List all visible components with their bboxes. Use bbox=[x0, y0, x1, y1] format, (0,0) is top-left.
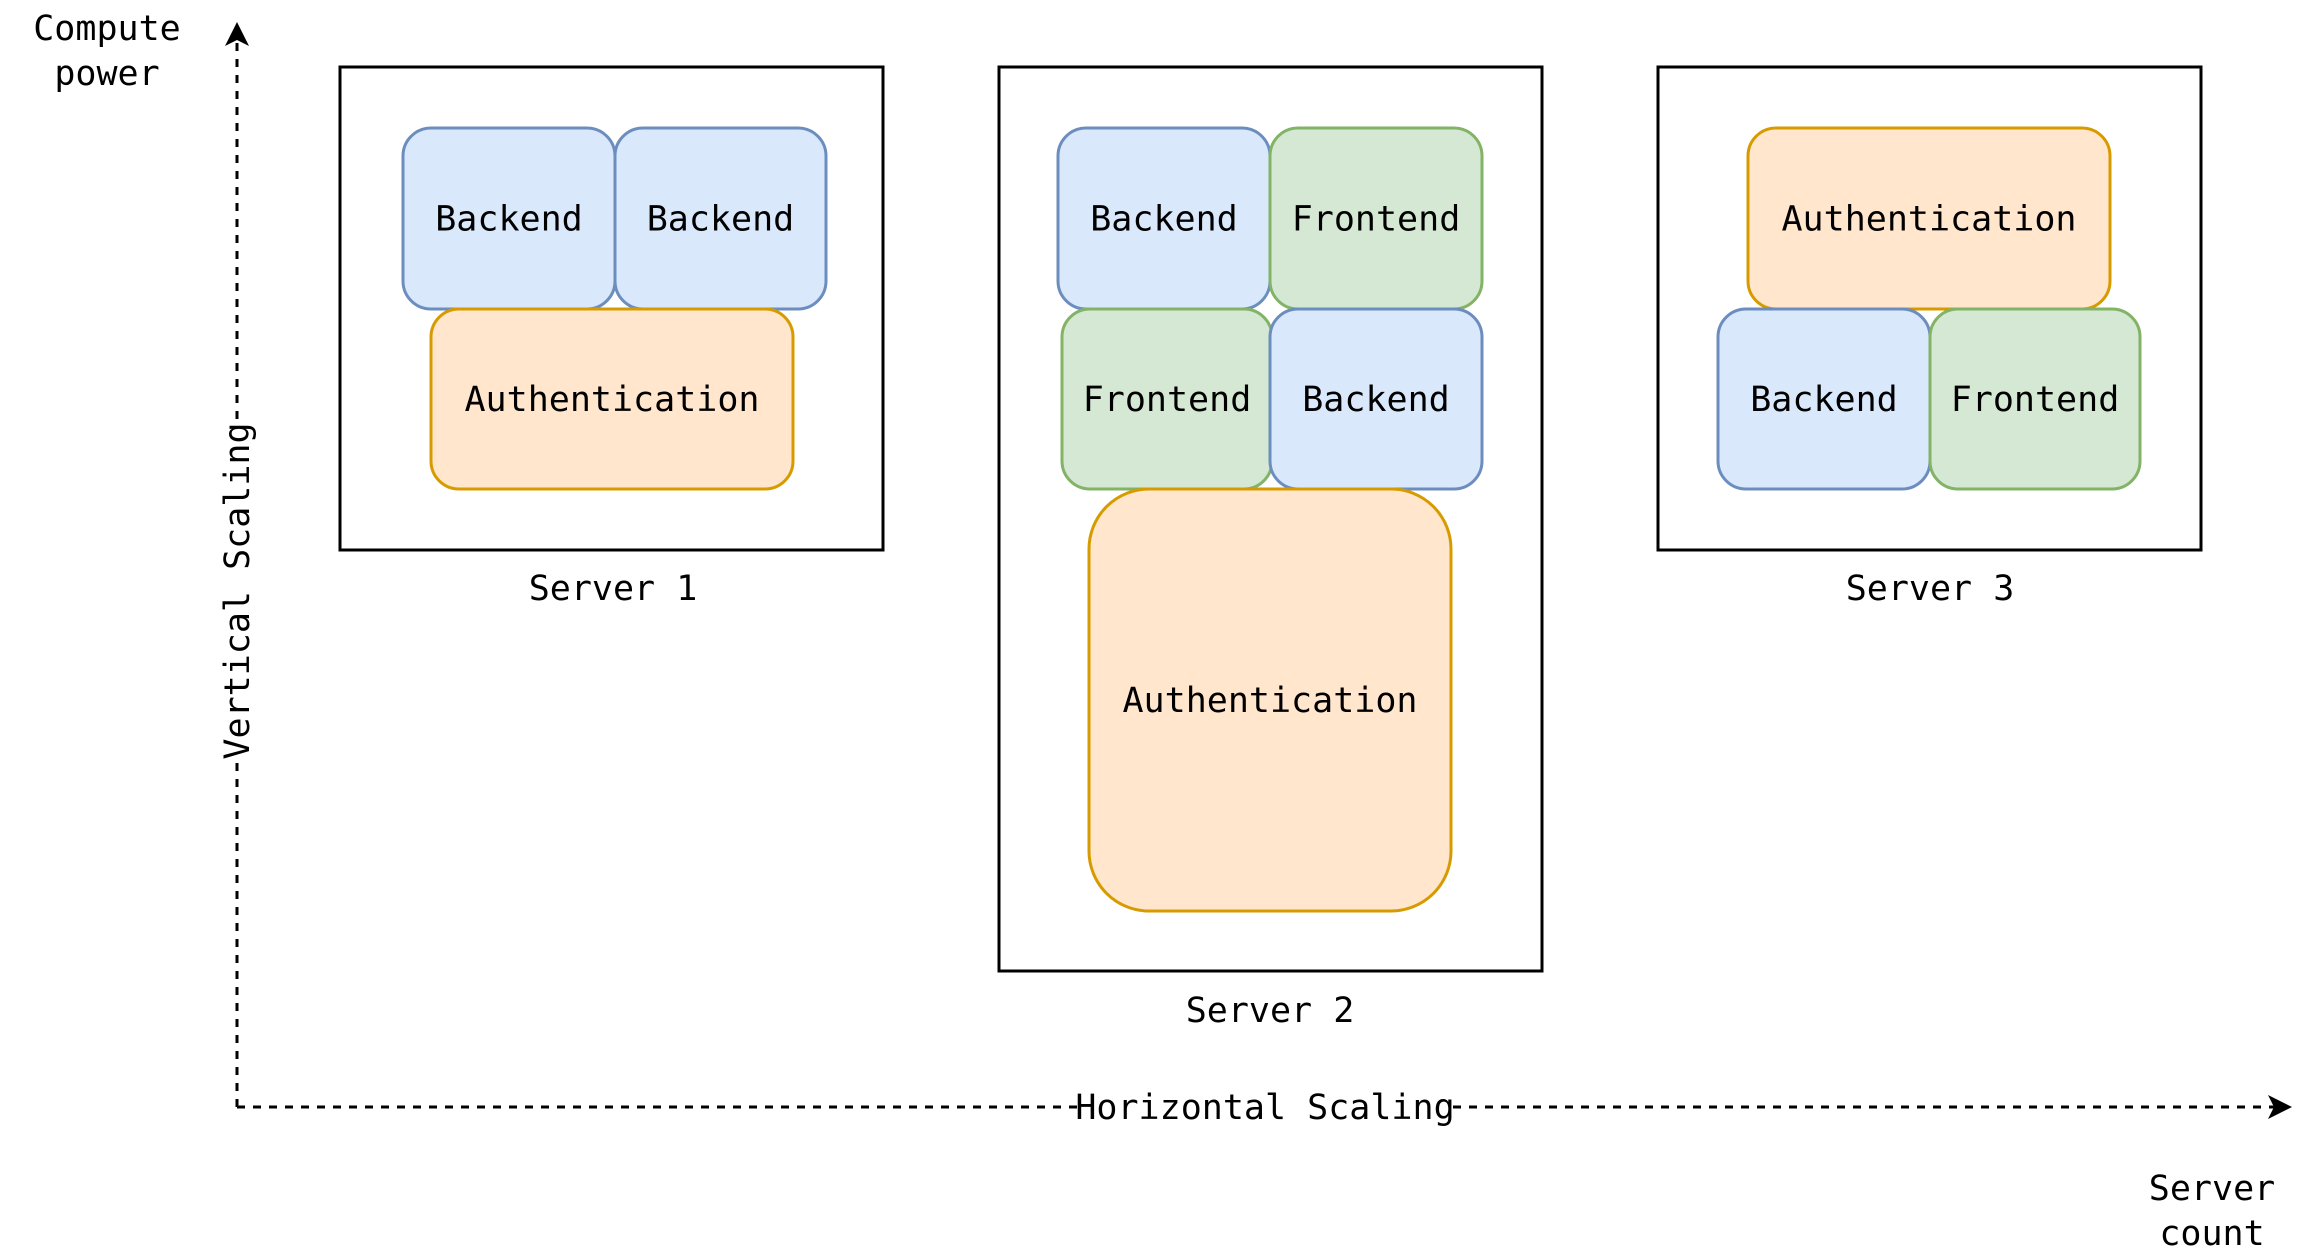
auth-box bbox=[1087, 487, 1453, 913]
auth-label: Authentication bbox=[1122, 681, 1417, 721]
component-auth: Authentication bbox=[1746, 126, 2112, 311]
component-backend: Backend bbox=[401, 126, 617, 311]
frontend-label: Frontend bbox=[1292, 200, 1461, 240]
vertical-axis-label-bg bbox=[214, 426, 260, 756]
horizontal-axis-label: Horizontal Scaling bbox=[1075, 1088, 1454, 1128]
component-backend: Backend bbox=[1716, 307, 1932, 491]
auth-box bbox=[429, 307, 795, 491]
component-auth: Authentication bbox=[1087, 487, 1453, 913]
x-axis-title-line2: count bbox=[2159, 1214, 2264, 1254]
auth-box bbox=[1746, 126, 2112, 311]
component-frontend: Frontend bbox=[1928, 307, 2142, 491]
backend-label: Backend bbox=[1090, 200, 1238, 240]
component-frontend: Frontend bbox=[1268, 126, 1484, 311]
component-backend: Backend bbox=[1268, 307, 1484, 491]
y-axis-title-line2: power bbox=[54, 54, 159, 94]
server-label: Server 3 bbox=[1846, 569, 2015, 609]
backend-label: Backend bbox=[1302, 380, 1450, 420]
horizontal-axis-label-bg bbox=[1085, 1084, 1445, 1130]
vertical-axis-label: Vertical Scaling bbox=[218, 422, 258, 759]
component-backend: Backend bbox=[613, 126, 828, 311]
frontend-label: Frontend bbox=[1083, 380, 1252, 420]
component-auth: Authentication bbox=[429, 307, 795, 491]
horizontal-axis-arrowhead bbox=[2268, 1095, 2292, 1119]
frontend-label: Frontend bbox=[1951, 380, 2120, 420]
auth-label: Authentication bbox=[1781, 200, 2076, 240]
frontend-box bbox=[1928, 307, 2142, 491]
auth-label: Authentication bbox=[464, 380, 759, 420]
component-backend: Backend bbox=[1056, 126, 1272, 311]
server-label: Server 1 bbox=[529, 569, 698, 609]
y-axis-title-line1: Compute bbox=[33, 9, 181, 49]
server-label: Server 2 bbox=[1186, 991, 1355, 1031]
backend-label: Backend bbox=[435, 200, 583, 240]
backend-label: Backend bbox=[1750, 380, 1898, 420]
component-frontend: Frontend bbox=[1060, 307, 1274, 491]
vertical-axis-arrowhead bbox=[225, 22, 249, 46]
x-axis-title-line1: Server bbox=[2149, 1169, 2275, 1209]
backend-label: Backend bbox=[647, 200, 795, 240]
